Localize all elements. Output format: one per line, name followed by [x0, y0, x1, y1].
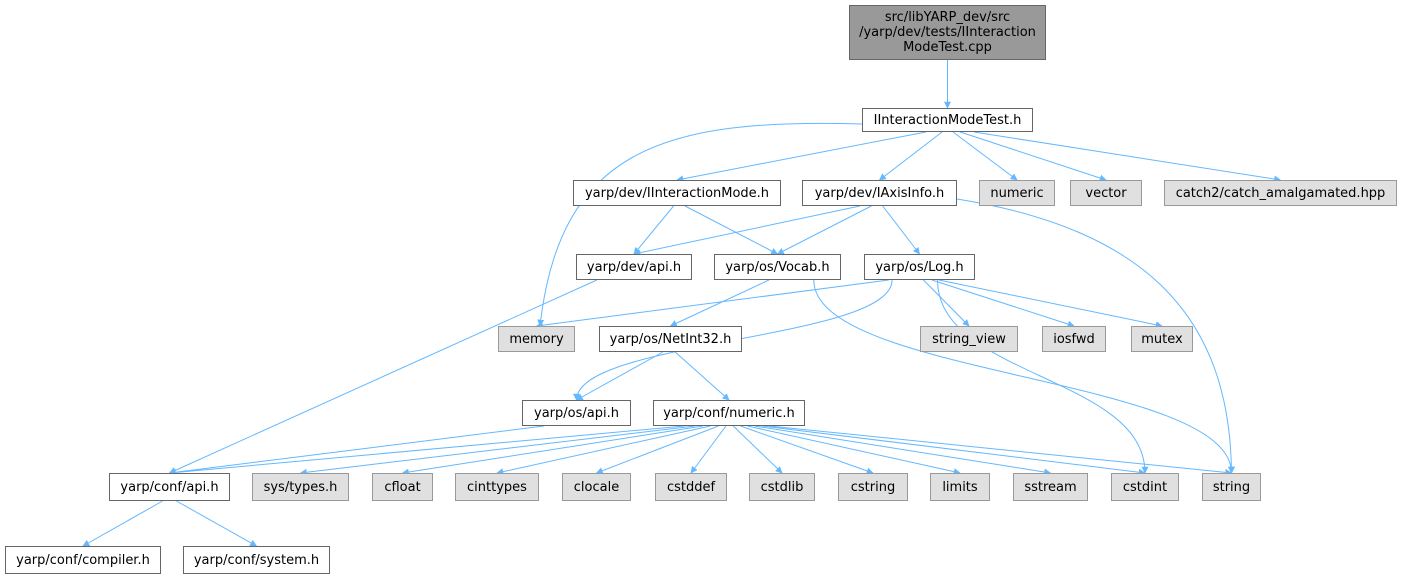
edge-conf_numeric_h-to-cstring: [740, 425, 874, 475]
edge-iinteractionmodetest_h-to-iinteractionmode_h: [676, 131, 926, 183]
node-numeric[interactable]: numeric: [979, 180, 1055, 206]
edge-netint32_h-to-os_api_h: [575, 351, 664, 401]
node-vector[interactable]: vector: [1070, 180, 1142, 206]
node-dev-api-h[interactable]: yarp/dev/api.h: [576, 254, 692, 280]
edge-os_api_h-to-conf_api_h: [168, 425, 545, 476]
root-label-line-1: src/libYARP_dev/src: [884, 10, 1011, 25]
edge-iinteractionmodetest_h-to-memory: [537, 122, 863, 327]
node-os-api-h[interactable]: yarp/os/api.h: [522, 400, 631, 426]
edge-log_h-to-memory: [535, 279, 889, 329]
edge-conf_numeric_h-to-cfloat: [401, 425, 703, 476]
edge-iaxisinfo_h-to-log_h: [882, 205, 920, 255]
root-label-line-2: /yarp/dev/tests/IInteraction: [859, 25, 1036, 40]
edge-iaxisinfo_h-to-dev_api_h: [633, 205, 860, 257]
edge-dev_api_h-to-conf_api_h: [168, 279, 598, 474]
root-label-line-3: ModeTest.cpp: [903, 40, 992, 55]
node-string-view[interactable]: string_view: [920, 326, 1018, 352]
node-clocale[interactable]: clocale: [562, 473, 631, 501]
edge-conf_numeric_h-to-cstdint: [762, 425, 1146, 476]
edge-iinteractionmodetest_h-to-vector: [960, 131, 1107, 182]
node-sys-types-h[interactable]: sys/types.h: [252, 473, 349, 501]
edge-conf_numeric_h-to-cstddef: [690, 425, 727, 474]
edge-iinteractionmode_h-to-dev_api_h: [633, 205, 674, 255]
node-iaxisinfo-h[interactable]: yarp/dev/IAxisInfo.h: [802, 180, 957, 206]
edge-log_h-to-mutex: [938, 279, 1163, 329]
node-cfloat[interactable]: cfloat: [372, 473, 433, 501]
edge-conf_numeric_h-to-string: [769, 425, 1233, 476]
edge-conf_numeric_h-to-sstream: [754, 425, 1052, 476]
edge-conf_api_h-to-system_h: [176, 500, 258, 547]
node-cstdint[interactable]: cstdint: [1111, 473, 1179, 501]
node-netint32-h[interactable]: yarp/os/NetInt32.h: [599, 326, 742, 352]
edge-conf_api_h-to-compiler_h: [82, 500, 163, 547]
node-limits[interactable]: limits: [930, 473, 990, 501]
node-log-h[interactable]: yarp/os/Log.h: [864, 254, 975, 280]
edge-vocab_h-to-netint32_h: [669, 279, 770, 327]
node-conf-numeric-h[interactable]: yarp/conf/numeric.h: [653, 400, 805, 426]
node-iinteractionmode-h[interactable]: yarp/dev/IInteractionMode.h: [573, 180, 781, 206]
edge-netint32_h-to-conf_numeric_h: [674, 351, 730, 401]
node-cinttypes[interactable]: cinttypes: [455, 473, 539, 501]
edge-conf_numeric_h-to-limits: [747, 425, 961, 476]
edge-conf_numeric_h-to-cstdlib: [732, 425, 783, 474]
edge-log_h-to-cstdint: [937, 279, 1149, 474]
node-sstream[interactable]: sstream: [1013, 473, 1088, 501]
node-memory[interactable]: memory: [498, 326, 575, 352]
node-iinteractionmodetest-h[interactable]: IInteractionModeTest.h: [862, 108, 1033, 132]
node-cstddef[interactable]: cstddef: [655, 473, 727, 501]
node-mutex[interactable]: mutex: [1131, 326, 1193, 352]
edge-iinteractionmode_h-to-vocab_h: [684, 205, 779, 255]
edge-conf_numeric_h-to-conf_api_h: [168, 425, 685, 476]
edge-iinteractionmodetest_h-to-numeric: [952, 131, 1018, 181]
edge-log_h-to-iosfwd: [931, 279, 1075, 328]
node-vocab-h[interactable]: yarp/os/Vocab.h: [714, 254, 841, 280]
edge-iaxisinfo_h-to-string: [956, 198, 1235, 474]
root-file-node[interactable]: src/libYARP_dev/src /yarp/dev/tests/IInt…: [849, 5, 1046, 60]
node-system-h[interactable]: yarp/conf/system.h: [183, 546, 330, 574]
node-cstdlib[interactable]: cstdlib: [749, 473, 815, 501]
edge-conf_numeric_h-to-clocale: [595, 425, 719, 474]
edge-conf_numeric_h-to-cinttypes: [496, 425, 711, 476]
edge-iinteractionmodetest_h-to-catch2: [974, 131, 1282, 183]
node-iosfwd[interactable]: iosfwd: [1042, 326, 1106, 352]
edge-vocab_h-to-string: [813, 279, 1235, 474]
node-compiler-h[interactable]: yarp/conf/compiler.h: [5, 546, 161, 574]
edge-iinteractionmodetest_h-to-iaxisinfo_h: [878, 131, 943, 181]
edge-log_h-to-string_view: [923, 279, 970, 327]
node-catch2-amalgamated[interactable]: catch2/catch_amalgamated.hpp: [1164, 180, 1397, 206]
node-cstring[interactable]: cstring: [838, 473, 908, 501]
edge-iaxisinfo_h-to-vocab_h: [776, 205, 872, 255]
edge-conf_numeric_h-to-sys_types_h: [299, 425, 695, 476]
node-conf-api-h[interactable]: yarp/conf/api.h: [109, 473, 230, 501]
node-string[interactable]: string: [1202, 473, 1261, 501]
